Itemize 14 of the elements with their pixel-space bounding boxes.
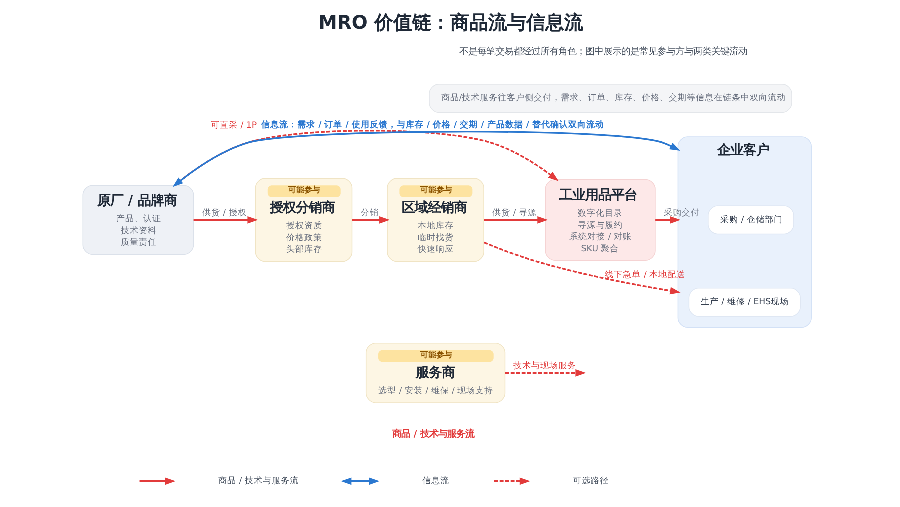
legend-label: 商品 / 技术与服务流 (218, 476, 298, 487)
legend-label: 可选路径 (572, 476, 609, 487)
legend-label: 信息流 (422, 476, 449, 487)
edge-label: 供货 / 授权 (202, 208, 246, 218)
edge-label: 信息流：需求 / 订单 / 使用反馈，与库存 / 价格 / 交期 / 产品数据 / 替代确认双向流动 (261, 120, 604, 130)
edge-label: 采购交付 (663, 208, 700, 218)
edge-label: 可直采 / 1P (210, 121, 257, 132)
edge-label: 线下急单 / 本地配送 (604, 270, 686, 280)
edge-label: 供货 / 寻源 (492, 208, 536, 218)
diagram-title: MRO 价值链：商品流与信息流 (318, 12, 583, 34)
edge-label: 技术与现场服务 (513, 361, 576, 372)
edge-label: 分销 (360, 208, 378, 218)
label: 不是每笔交易都经过所有角色；图中展示的是常见参与方与两类关键流动 (459, 46, 748, 58)
label: 商品 / 技术与服务流 (392, 428, 474, 440)
